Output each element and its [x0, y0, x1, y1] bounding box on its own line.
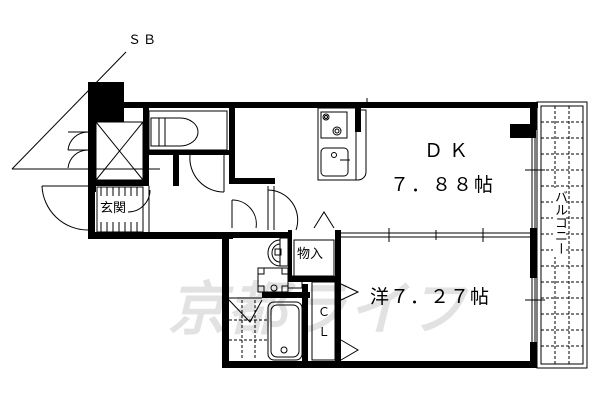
sb-label: ＳＢ	[128, 33, 159, 48]
bathtub	[267, 301, 303, 361]
inner-doors	[127, 154, 299, 231]
storage-label: 物入	[297, 247, 324, 262]
kitchen	[317, 107, 367, 181]
dk-name-label: ＤＫ	[424, 140, 475, 162]
dk-size-label: ７．８８帖	[390, 174, 496, 196]
storage-box-x	[95, 121, 144, 181]
bath-door	[228, 297, 263, 323]
watermark: 京都ライフ	[168, 275, 469, 343]
genkan-floor	[96, 186, 150, 233]
balcony	[536, 101, 588, 369]
sb-leader-lines	[11, 51, 160, 170]
entrance-door	[41, 185, 89, 231]
closet	[311, 281, 336, 361]
balcony-label: バルコニー	[552, 188, 567, 257]
toilet	[148, 110, 228, 151]
entrance-label: 玄関	[100, 201, 127, 216]
closet-c-label: Ｃ	[318, 305, 331, 319]
sliding-partition	[341, 98, 531, 242]
walls	[88, 82, 538, 368]
western-room-label: 洋７．２７帖	[370, 286, 491, 308]
washing-machine	[257, 267, 303, 293]
washbasin	[267, 237, 289, 267]
storage-box	[293, 239, 335, 277]
bath-floor	[229, 300, 268, 360]
sb-doors	[67, 131, 89, 169]
closet-l-label: Ｌ	[318, 325, 331, 339]
storage-markers	[313, 211, 360, 361]
